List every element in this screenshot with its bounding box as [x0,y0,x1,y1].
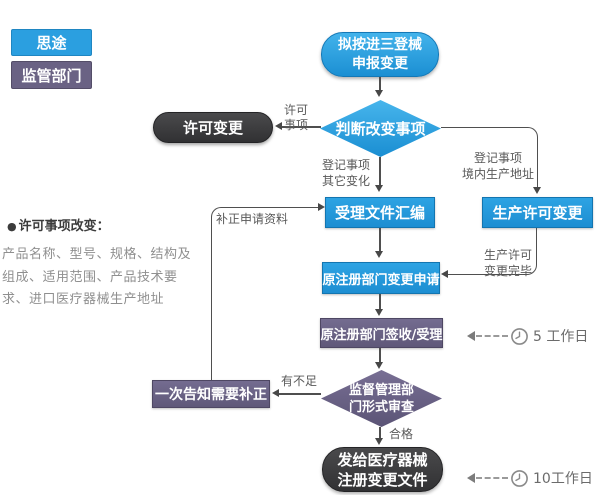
node-change-application: 原注册部门变更申请 [322,262,440,294]
arrow-head [533,187,541,194]
bullet-icon: ● [7,220,17,233]
edge-label-line: 登记事项 [322,158,371,172]
note-heading-text: 许可事项改变： [18,219,110,234]
arrow-review-to-correction [279,393,321,395]
edge-label-registration-address: 登记事项 境内生产地址 [461,150,535,182]
arrow-head [375,185,383,192]
arrow-production-to-application [445,228,537,275]
arrow-decision-to-license [281,126,321,128]
edge-label-line: 生产许可 [484,248,533,262]
edge-label-license-items: 许可 事项 [284,103,308,133]
legend-situ: 思途 [11,29,92,56]
node-change-application-label: 原注册部门变更申请 [322,272,440,288]
edge-label-line: 境内生产地址 [461,167,534,181]
arrow-application-to-sign [379,294,381,310]
arrow-decision-to-production [441,127,538,189]
dashed-line [476,477,508,479]
license-change-note: ●许可事项改变： 产品名称、型号、规格、结构及 组成、适用范围、产品技术要 求、… [2,215,207,312]
node-issue-document-label: 注册变更文件 [337,470,428,489]
arrow-start-to-decision [379,77,381,91]
node-formal-review: 监督管理部 门形式审查 [321,370,442,427]
legend-regulator: 监管部门 [11,61,92,89]
timer-issue-label: 10工作日 [533,471,593,487]
arrow-head [375,438,383,445]
node-decision-change-label: 判断改变事项 [335,120,426,138]
node-start: 拟按进三登械 申报变更 [321,32,439,77]
node-sign-accept-label: 原注册部门签收/受理 [320,327,443,343]
edge-label-qualified: 合格 [389,427,414,441]
note-line: 组成、适用范围、产品技术要 [2,269,178,285]
arrow-head [467,473,475,483]
note-line: 求、进口医疗器械生产地址 [2,292,165,307]
arrow-review-to-issue [379,427,381,439]
edge-label-line: 其它变化 [322,174,371,188]
arrow-head [375,362,383,369]
arrow-head [318,203,325,211]
arrow-head [375,309,383,316]
edge-label-correction-materials: 补正申请资料 [216,212,289,226]
edge-label-registration-other: 登记事项 其它变化 [322,157,370,189]
edge-label-line: 事项 [284,118,309,132]
node-sign-accept: 原注册部门签收/受理 [320,318,443,348]
arrow-decision-to-accept [379,157,381,186]
edge-label-insufficient: 有不足 [281,374,318,388]
node-license-change: 许可变更 [153,112,273,143]
timer-issue: 10工作日 [467,468,593,488]
arrow-correction-to-accept [211,207,321,380]
clock-icon [511,469,528,487]
arrow-accept-to-application [379,228,381,252]
note-line: 产品名称、型号、规格、结构及 [2,247,192,262]
node-start-label: 申报变更 [352,55,408,72]
node-license-change-label: 许可变更 [182,119,243,137]
node-accept-docs-label: 受理文件汇编 [334,204,425,222]
edge-label-production-done: 生产许可 变更完毕 [484,247,532,279]
node-decision-change: 判断改变事项 [320,100,441,157]
node-formal-review-label: 监督管理部 [348,382,414,398]
node-issue-document-label: 发给医疗器械 [337,450,428,469]
node-notify-correction-label: 一次告知需要补正 [155,387,267,403]
timer-review: 5 工作日 [467,326,588,346]
arrow-head [441,270,448,278]
arrow-head [375,90,383,97]
node-start-label: 拟按进三登械 [338,36,422,53]
clock-icon [511,327,528,345]
edge-label-line: 许可 [284,103,309,117]
arrow-sign-to-review [379,348,381,363]
note-heading: ●许可事项改变： [7,215,207,234]
node-formal-review-label: 门形式审查 [348,399,414,415]
dashed-line [476,335,508,337]
edge-label-line: 变更完毕 [484,264,533,278]
node-issue-document: 发给医疗器械 注册变更文件 [322,447,443,492]
node-notify-correction: 一次告知需要补正 [152,380,270,408]
node-production-license: 生产许可变更 [482,197,593,228]
node-production-license-label: 生产许可变更 [492,204,583,222]
arrow-head [375,251,383,258]
edge-label-line: 登记事项 [473,151,522,165]
arrow-head [275,122,282,130]
arrow-head [467,331,475,341]
timer-review-label: 5 工作日 [533,329,589,345]
arrow-head [272,389,279,397]
node-accept-docs: 受理文件汇编 [325,197,435,228]
